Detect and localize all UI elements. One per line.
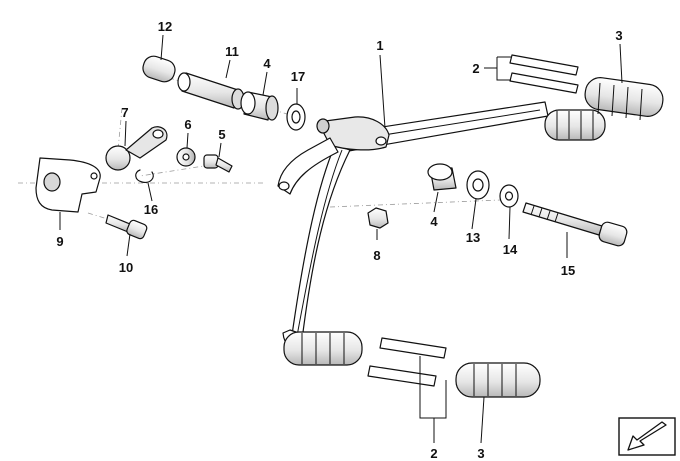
callout-7: 7	[121, 105, 128, 120]
callout-3-lower: 3	[477, 446, 484, 461]
sleeve-11	[177, 72, 245, 110]
direction-arrow-icon	[618, 417, 676, 456]
callout-10: 10	[119, 260, 133, 275]
callout-17: 17	[291, 69, 305, 84]
callout-8: 8	[373, 248, 380, 263]
bolt-10	[105, 214, 148, 240]
callout-13: 13	[466, 230, 480, 245]
lower-pedal-rubber	[283, 331, 363, 366]
callout-12: 12	[158, 19, 172, 34]
bolt-15	[522, 202, 628, 247]
callout-9: 9	[56, 234, 63, 249]
lower-clip	[367, 337, 447, 387]
callout-2-upper: 2	[472, 61, 479, 76]
loose-upper-rubber	[584, 77, 664, 121]
washer-17	[286, 103, 306, 131]
callout-labels: 1 2 3 4 5 6 7 8 9 10 11 12 13 4 14 15 16…	[56, 19, 622, 461]
washer-14	[499, 184, 519, 208]
circlip	[135, 169, 154, 183]
callout-1: 1	[376, 38, 383, 53]
callout-5: 5	[218, 127, 225, 142]
callout-2-lower: 2	[430, 446, 437, 461]
shift-lever	[277, 101, 549, 351]
upper-clip	[509, 54, 579, 94]
callout-3-upper: 3	[615, 28, 622, 43]
bushing-upper	[240, 91, 279, 121]
loose-lower-rubber	[455, 362, 541, 398]
bracket	[35, 157, 101, 213]
upper-pedal-rubber	[544, 109, 606, 141]
ball-joint	[105, 126, 168, 171]
leader-lines	[59, 34, 623, 444]
callout-15: 15	[561, 263, 575, 278]
cap-12	[142, 55, 176, 83]
nut-6	[176, 147, 196, 167]
callout-16: 16	[144, 202, 158, 217]
callout-14: 14	[503, 242, 518, 257]
screw-5	[203, 154, 233, 173]
washer-13	[466, 170, 490, 200]
callout-6: 6	[184, 117, 191, 132]
nut-8	[367, 207, 389, 229]
callout-4-lower: 4	[430, 214, 438, 229]
bushing-lower	[427, 163, 457, 191]
callout-4-upper: 4	[263, 56, 271, 71]
callout-11: 11	[225, 44, 239, 59]
